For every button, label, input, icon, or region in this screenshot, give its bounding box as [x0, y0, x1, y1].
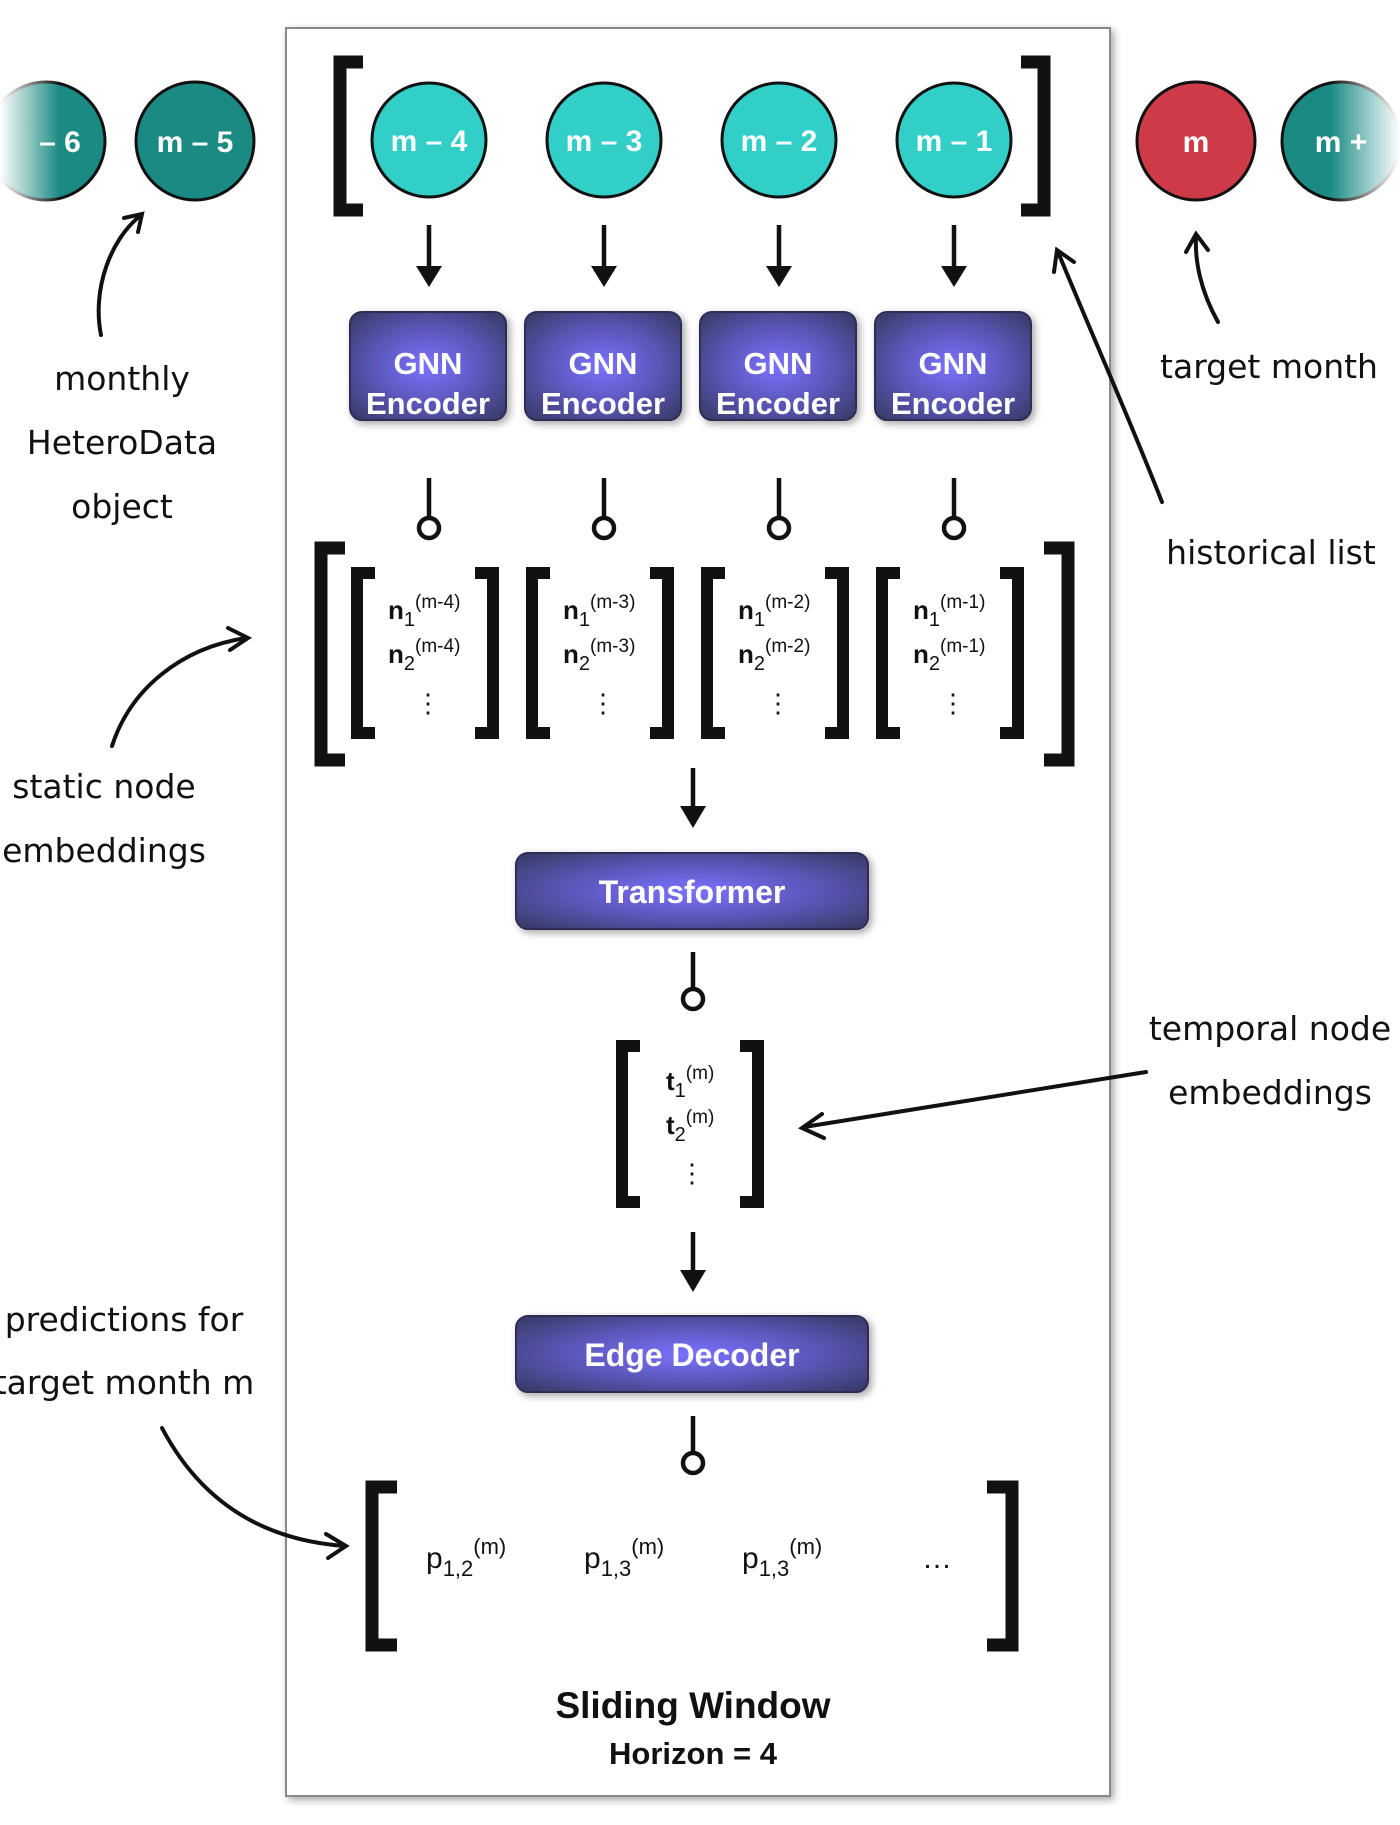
svg-text:predictions for: predictions for — [5, 1300, 244, 1339]
svg-text:⋮: ⋮ — [765, 688, 791, 718]
svg-text:embeddings: embeddings — [2, 831, 206, 870]
decoder-output-connector — [680, 1416, 706, 1476]
svg-text:monthly: monthly — [54, 359, 190, 398]
svg-text:⋮: ⋮ — [679, 1158, 705, 1188]
svg-text:m – 1: m – 1 — [916, 125, 993, 158]
svg-text:t1(m): t1(m) — [666, 1063, 714, 1102]
window-node-3: m – 2 — [720, 81, 838, 199]
svg-text:n2(m-3): n2(m-3) — [563, 636, 635, 675]
static-embeddings-outer-bracket-left — [314, 541, 345, 767]
prediction-3: p1,3(m) — [742, 1534, 822, 1581]
svg-text:n1(m-2): n1(m-2) — [738, 592, 810, 631]
prediction-ellipsis: … — [922, 1542, 952, 1575]
svg-text:n1(m-3): n1(m-3) — [563, 592, 635, 631]
svg-text:n1(m-4): n1(m-4) — [388, 592, 460, 631]
timeline-node-m-minus-5: m – 5 — [134, 80, 256, 202]
svg-text:m – 3: m – 3 — [566, 125, 643, 158]
annotation-target-month: target month — [1160, 230, 1378, 386]
annotation-historical-list: historical list — [1052, 246, 1376, 572]
gnn-encoder-2: GNN Encoder — [524, 311, 682, 421]
arrows-to-encoders — [416, 225, 967, 287]
svg-text:target month m: target month m — [0, 1363, 254, 1402]
annotation-temporal-embeddings: temporal node embeddings — [797, 1009, 1391, 1140]
svg-text:m – 2: m – 2 — [741, 125, 818, 158]
svg-text:historical list: historical list — [1166, 533, 1376, 572]
svg-text:Edge Decoder: Edge Decoder — [584, 1337, 799, 1373]
svg-text:GNN: GNN — [394, 346, 463, 381]
prediction-2: p1,3(m) — [584, 1534, 664, 1581]
svg-text:object: object — [71, 487, 173, 526]
encoder-output-connectors — [416, 478, 967, 541]
svg-text:⋮: ⋮ — [590, 688, 616, 718]
static-embedding-group-4: n1(m-1) n2(m-1) ⋮ — [876, 567, 1024, 739]
svg-text:m – 4: m – 4 — [391, 125, 468, 158]
svg-text:GNN: GNN — [569, 346, 638, 381]
svg-text:Encoder: Encoder — [366, 386, 490, 421]
svg-text:Encoder: Encoder — [541, 386, 665, 421]
historical-list-bracket-left — [333, 55, 363, 217]
svg-text:n2(m-1): n2(m-1) — [913, 636, 985, 675]
timeline-node-far-left: – 6 — [0, 70, 107, 215]
window-node-1: m – 4 — [370, 81, 488, 199]
arrow-to-transformer — [680, 768, 706, 828]
footer-title: Sliding Window — [555, 1685, 830, 1726]
gnn-encoder-4: GNN Encoder — [874, 311, 1032, 421]
svg-text:static node: static node — [12, 767, 195, 806]
svg-text:m – 5: m – 5 — [157, 126, 234, 159]
static-embeddings-outer-bracket-right — [1044, 541, 1075, 767]
svg-text:t2(m): t2(m) — [666, 1107, 714, 1146]
timeline-node-target-m: m — [1135, 80, 1257, 202]
svg-text:Encoder: Encoder — [891, 386, 1015, 421]
svg-text:Transformer: Transformer — [599, 874, 786, 910]
gnn-encoder-3: GNN Encoder — [699, 311, 857, 421]
static-embedding-group-1: n1(m-4) n2(m-4) ⋮ — [351, 567, 499, 739]
svg-text:GNN: GNN — [744, 346, 813, 381]
svg-text:target month: target month — [1160, 347, 1378, 386]
svg-text:n2(m-4): n2(m-4) — [388, 636, 460, 675]
edge-decoder-box: Edge Decoder — [515, 1315, 869, 1393]
timeline-node-right: m + — [1280, 70, 1400, 215]
svg-text:HeteroData: HeteroData — [27, 423, 217, 462]
window-node-2: m – 3 — [545, 81, 663, 199]
arrow-to-decoder — [680, 1232, 706, 1292]
svg-text:embeddings: embeddings — [1168, 1073, 1372, 1112]
static-embedding-group-3: n1(m-2) n2(m-2) ⋮ — [701, 567, 849, 739]
annotation-predictions: predictions for target month m — [0, 1300, 350, 1560]
svg-text:GNN: GNN — [919, 346, 988, 381]
svg-text:n2(m-2): n2(m-2) — [738, 636, 810, 675]
svg-text:temporal node: temporal node — [1149, 1009, 1391, 1048]
static-embedding-group-2: n1(m-3) n2(m-3) ⋮ — [526, 567, 674, 739]
predictions-vector: p1,2(m) p1,3(m) p1,3(m) … — [365, 1480, 1019, 1652]
prediction-1: p1,2(m) — [426, 1534, 506, 1581]
historical-list-bracket-right — [1021, 55, 1051, 217]
window-node-4: m – 1 — [895, 81, 1013, 199]
annotation-static-embeddings: static node embeddings — [2, 626, 252, 870]
transformer-output-connector — [680, 952, 706, 1012]
footer-subtitle: Horizon = 4 — [609, 1736, 778, 1771]
transformer-box: Transformer — [515, 852, 869, 930]
svg-text:Encoder: Encoder — [716, 386, 840, 421]
svg-text:n1(m-1): n1(m-1) — [913, 592, 985, 631]
gnn-encoder-1: GNN Encoder — [349, 311, 507, 421]
svg-text:⋮: ⋮ — [415, 688, 441, 718]
svg-text:⋮: ⋮ — [940, 688, 966, 718]
annotation-monthly-heterodata: monthly HeteroData object — [27, 211, 217, 526]
temporal-embeddings: t1(m) t2(m) ⋮ — [616, 1040, 764, 1208]
svg-text:m: m — [1183, 126, 1210, 159]
